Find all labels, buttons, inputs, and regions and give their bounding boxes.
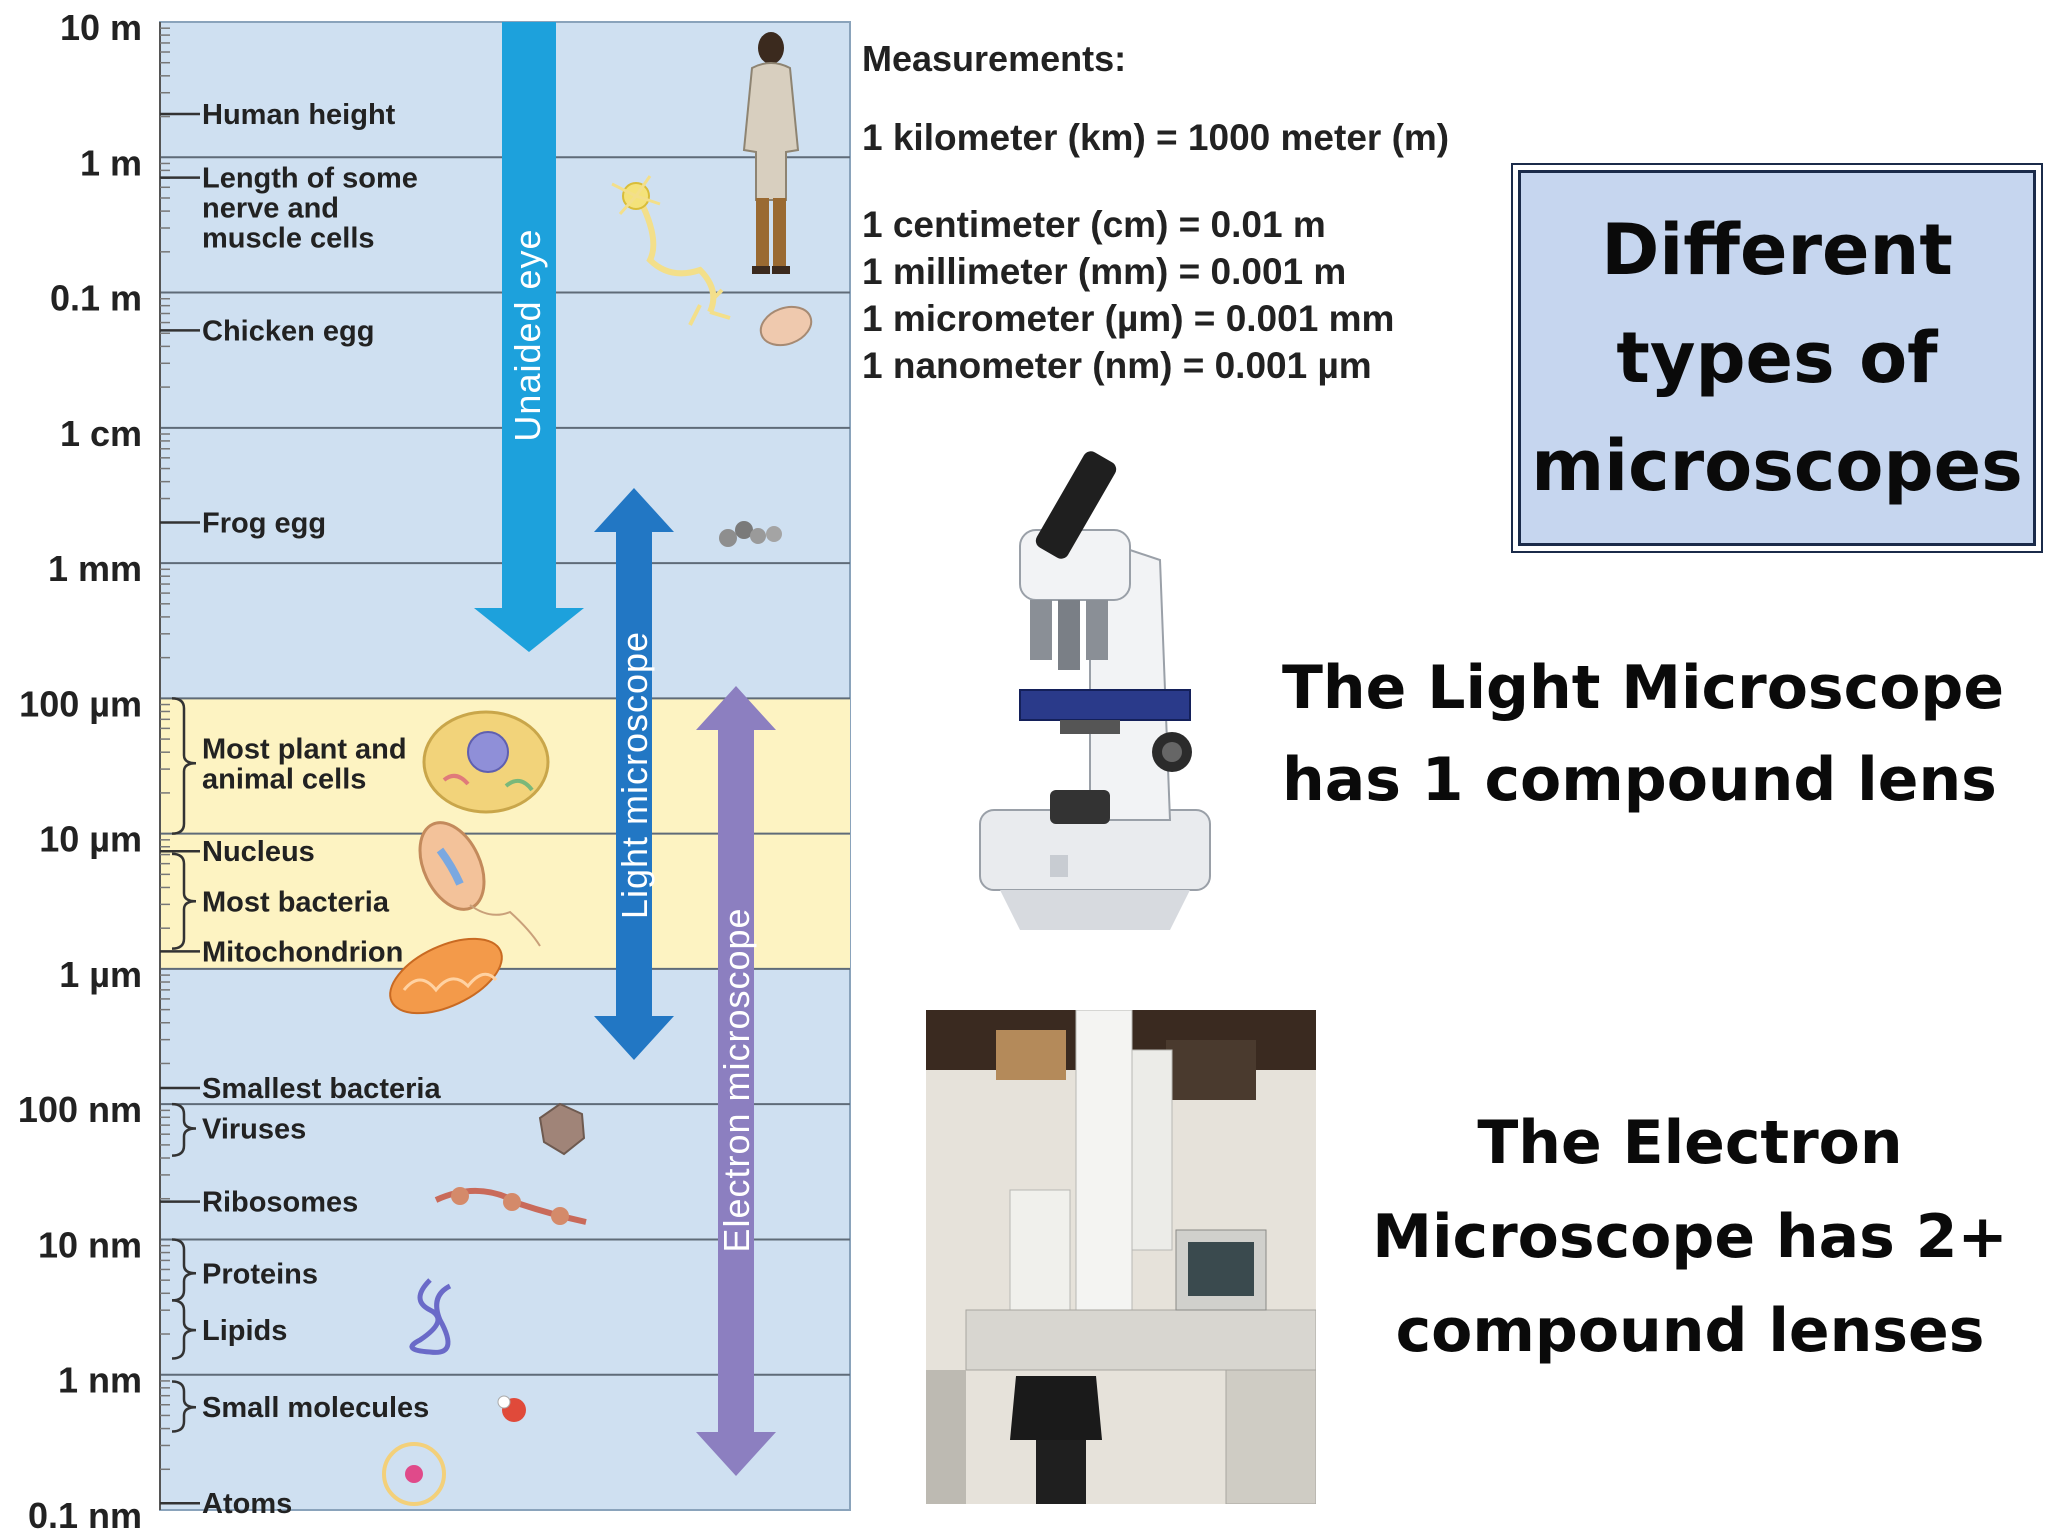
scale-diagram: 10 m 1 m 0.1 m 1 cm 1 mm 100 µm 10 µm 1 µm 100 n…	[18, 7, 851, 1536]
item-label: Smallest bacteria	[202, 1073, 441, 1105]
mitochondrion-icon	[389, 937, 503, 1015]
item-label: Ribosomes	[202, 1187, 358, 1219]
axis-label: 100 µm	[19, 683, 142, 724]
electron-caption-line-2: Microscope has 2+	[1372, 1202, 2008, 1272]
measurement-cm: 1 centimeter (cm) = 0.01 m	[862, 204, 1326, 245]
light-microscope-image	[979, 451, 1211, 930]
title-line-1: Different	[1601, 209, 1953, 291]
axis-label: 1 nm	[58, 1360, 142, 1401]
axis-label: 10 nm	[38, 1224, 142, 1265]
electron-caption-line-3: compound lenses	[1395, 1296, 1985, 1366]
light-microscope-label: Light microscope	[614, 631, 655, 919]
item-label: Proteins	[202, 1258, 318, 1290]
light-caption-line-1: The Light Microscope	[1282, 653, 2005, 723]
unaided-eye-arrow: Unaided eye	[474, 22, 584, 652]
light-caption-line-2: has 1 compound lens	[1282, 745, 1997, 815]
axis-label: 1 µm	[59, 954, 142, 995]
light-microscope-arrow: Light microscope	[594, 488, 674, 1060]
item-label: Nucleus	[202, 836, 315, 868]
electron-microscope-label: Electron microscope	[716, 907, 757, 1252]
measurements-title: Measurements:	[862, 38, 1127, 79]
item-label: Human height	[202, 99, 396, 131]
item-markers	[160, 112, 200, 1505]
item-brace	[171, 1238, 197, 1302]
small-molecule-icon	[497, 1395, 526, 1422]
measurement-nm: 1 nanometer (nm) = 0.001 µm	[862, 345, 1372, 386]
item-brace	[171, 1102, 197, 1157]
bacterium-icon	[418, 821, 541, 947]
axis-labels: 10 m 1 m 0.1 m 1 cm 1 mm 100 µm 10 µm 1 µm 100 n…	[18, 7, 142, 1536]
axis-label: 10 m	[60, 7, 142, 48]
item-label: Small molecules	[202, 1392, 429, 1424]
axis-label: 0.1 m	[50, 278, 142, 319]
item-label: Lipids	[202, 1315, 287, 1347]
axis-label: 1 cm	[60, 413, 142, 454]
axis-label: 1 mm	[48, 548, 142, 589]
nerve-cell-icon	[611, 175, 731, 326]
item-label: Frog egg	[202, 508, 326, 540]
unaided-eye-label: Unaided eye	[507, 228, 548, 441]
electron-microscope-image	[926, 1010, 1316, 1504]
item-label: Atoms	[202, 1488, 292, 1520]
title-box: Different types of microscopes	[1511, 163, 2043, 553]
human-figure-icon	[742, 32, 800, 274]
measurements-panel: Measurements: 1 kilometer (km) = 1000 me…	[862, 38, 1502, 389]
electron-microscope-arrow: Electron microscope	[696, 686, 776, 1476]
title-line-2: types of	[1616, 317, 1938, 399]
measurement-um: 1 micrometer (µm) = 0.001 mm	[862, 298, 1395, 339]
measurement-km: 1 kilometer (km) = 1000 meter (m)	[862, 117, 1450, 158]
axis-label: 100 nm	[18, 1089, 142, 1130]
item-brace	[171, 1299, 197, 1360]
item-brace	[171, 852, 197, 950]
frog-egg-icon	[719, 521, 782, 547]
axis-label: 1 m	[80, 142, 142, 183]
axis-label: 0.1 nm	[28, 1495, 142, 1536]
item-label: Chicken egg	[202, 315, 374, 347]
atom-icon	[382, 1442, 446, 1506]
axis-label: 10 µm	[39, 819, 142, 860]
light-microscope-caption: The Light Microscope has 1 compound lens	[1282, 642, 2022, 826]
item-brace	[171, 1380, 197, 1433]
measurement-mm: 1 millimeter (mm) = 0.001 m	[862, 251, 1347, 292]
title-text: Different types of microscopes	[1531, 196, 2023, 520]
chicken-egg-icon	[759, 305, 813, 347]
electron-microscope-caption: The Electron Microscope has 2+ compound …	[1340, 1096, 2040, 1378]
title-line-3: microscopes	[1531, 425, 2023, 507]
item-label: Most bacteria	[202, 886, 390, 918]
item-label: Viruses	[202, 1114, 306, 1146]
protein-icon	[409, 1278, 452, 1355]
animal-cell-icon	[422, 710, 550, 814]
minor-ticks	[160, 27, 170, 1471]
virus-icon	[538, 1102, 586, 1156]
ribosome-icon	[434, 1187, 587, 1225]
item-brace	[171, 697, 197, 835]
item-label: Mitochondrion	[202, 936, 403, 968]
electron-caption-line-1: The Electron	[1477, 1108, 1903, 1178]
